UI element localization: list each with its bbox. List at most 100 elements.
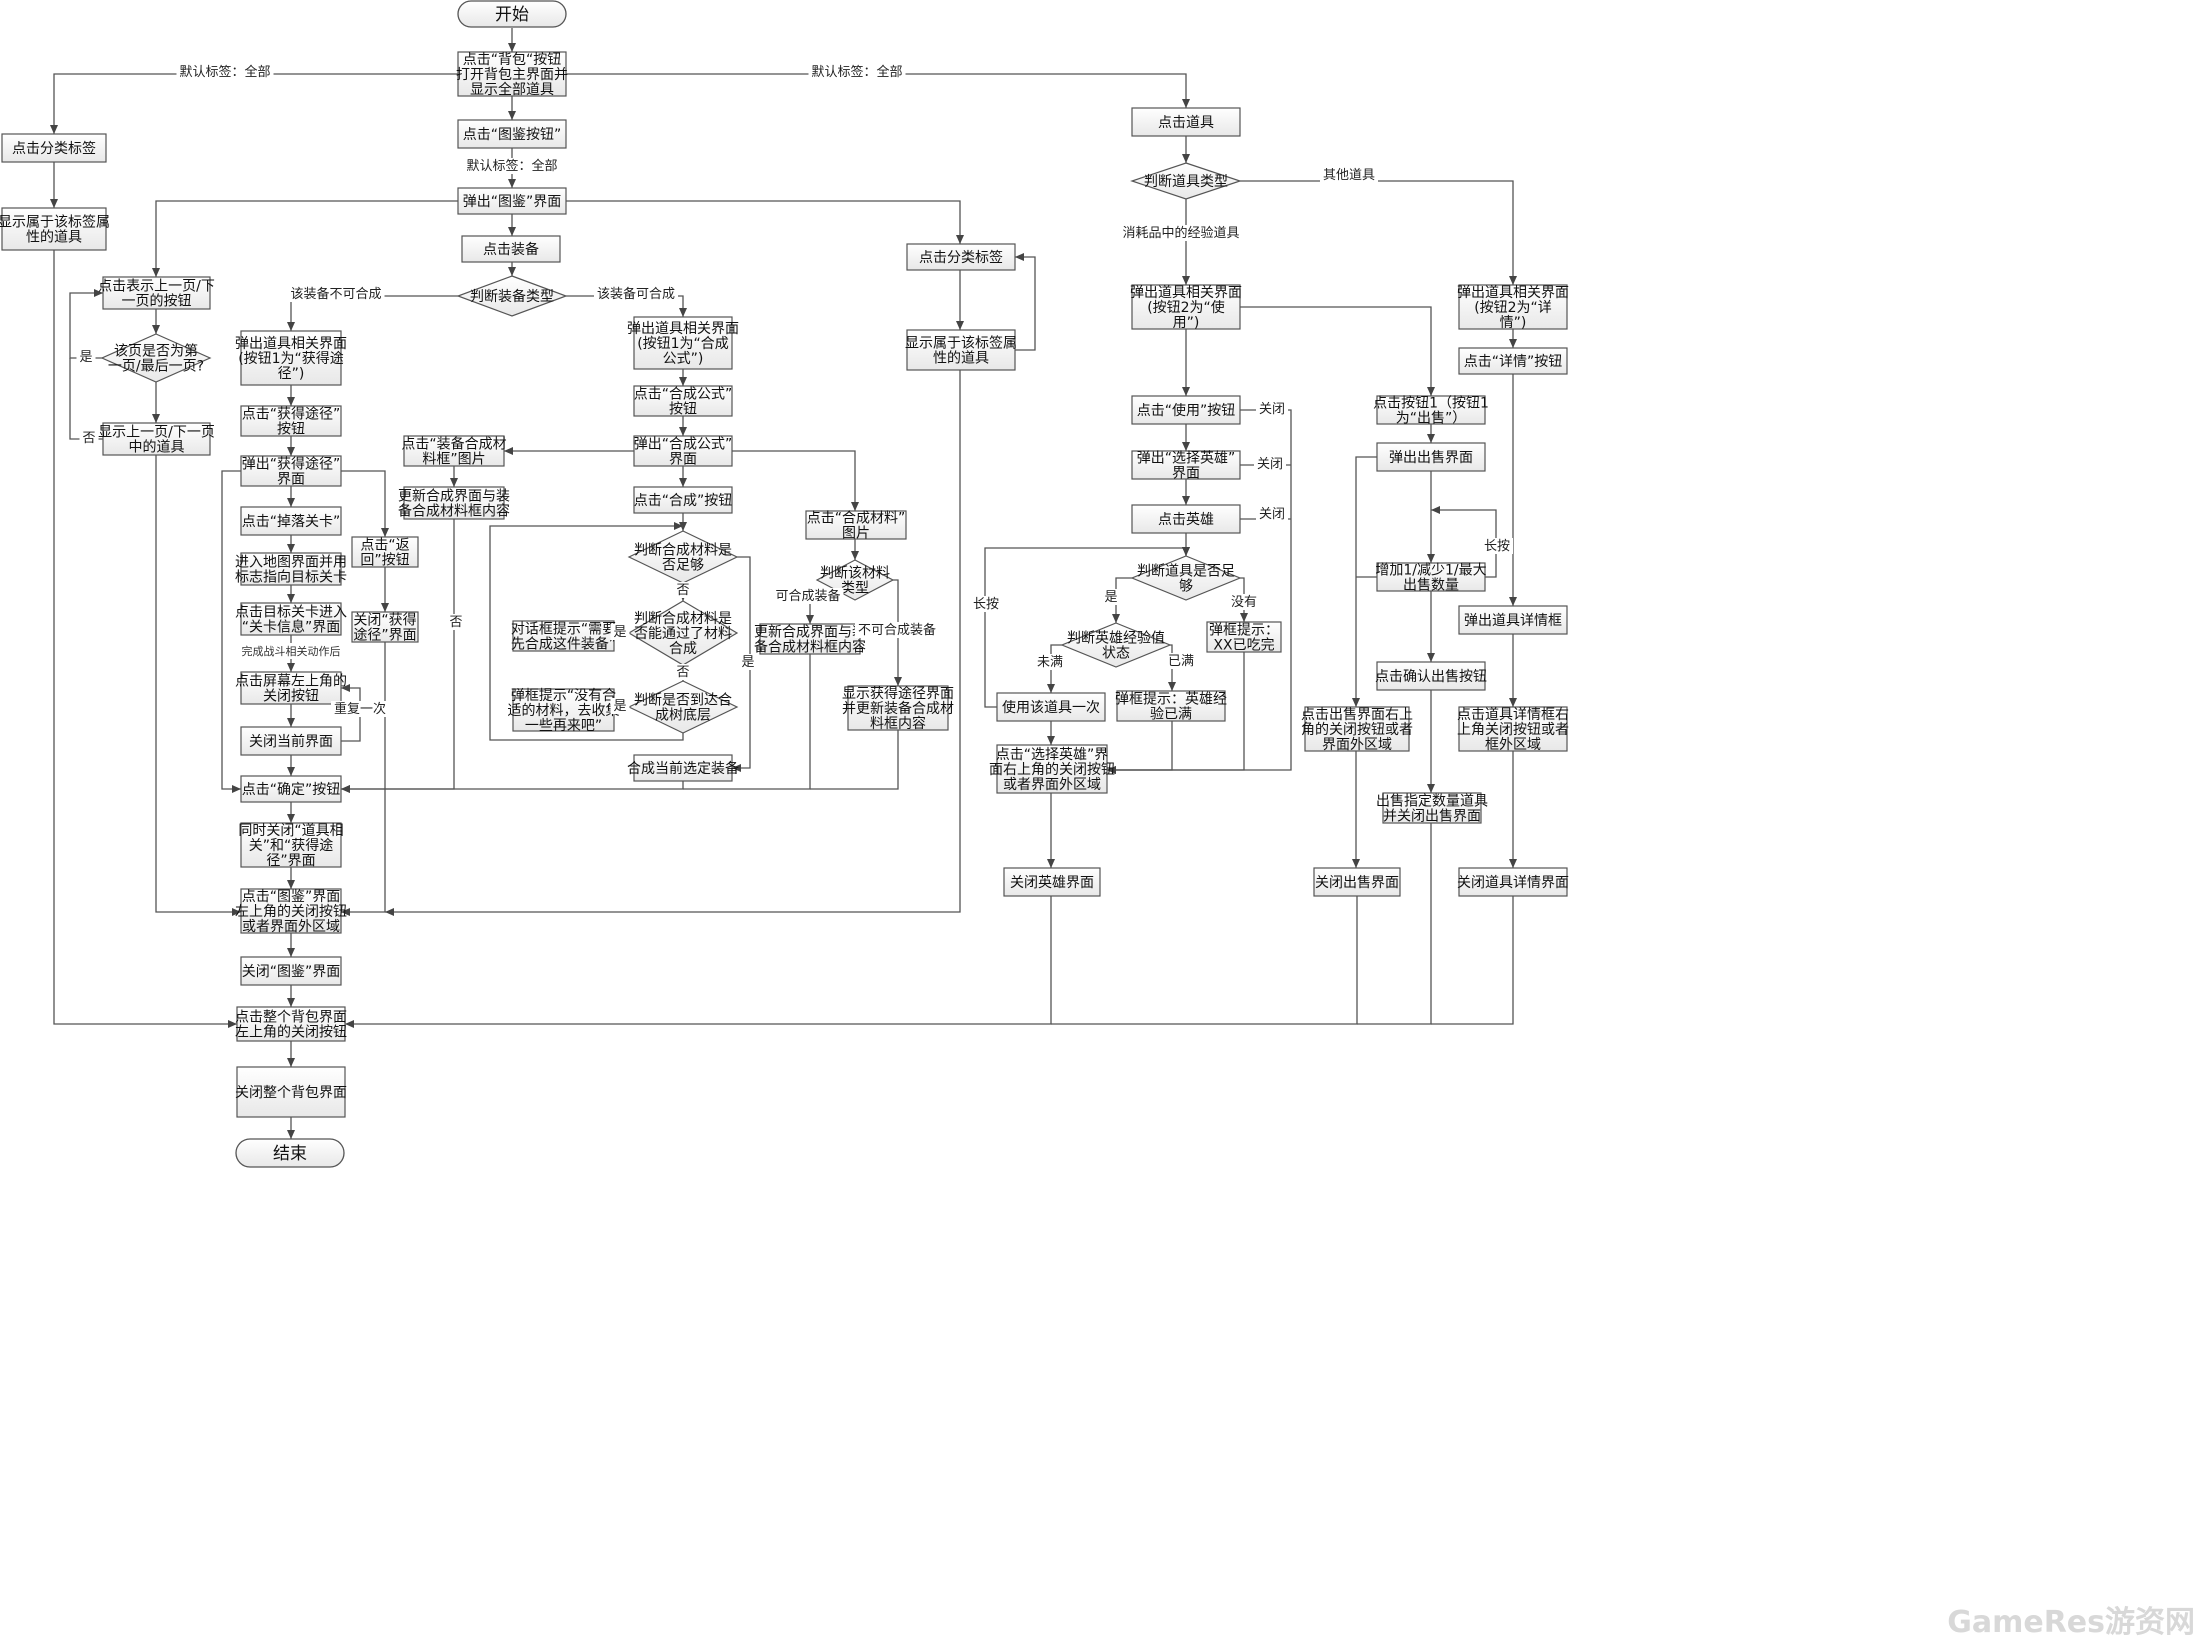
process-box-n42 xyxy=(1131,284,1241,330)
decision-text-d3: 判断合成材料是否足够 xyxy=(634,543,732,574)
process-box-n13 xyxy=(240,552,342,586)
edge-label-l13: 是 xyxy=(613,699,626,714)
process-box-n35 xyxy=(759,623,861,655)
process-box-n12 xyxy=(240,506,342,536)
decision-text-d5: 判断是否到达合成树底层 xyxy=(634,693,732,724)
decision-text-d7: 判断道具类型 xyxy=(1144,174,1228,190)
process-text-n08: 显示上一页/下一页中的道具 xyxy=(98,425,215,456)
label-bg xyxy=(463,158,561,174)
process-text-n45: 点击英雄 xyxy=(1158,511,1214,528)
process-text-n14: 点击目标关卡进入“关卡信息”界面 xyxy=(235,605,347,636)
edge-label-l03: 默认标签：全部 xyxy=(466,158,557,174)
label-bg xyxy=(772,588,844,604)
process-text-n43: 点击“使用”按钮 xyxy=(1137,402,1236,419)
process-box-n49 xyxy=(996,744,1108,794)
process-box-n15 xyxy=(240,671,342,705)
process-text-n58: 点击出售界面右上角的关闭按钮或者界面外区域 xyxy=(1301,707,1413,753)
connector-arrow xyxy=(1107,721,1173,774)
process-box-n14 xyxy=(240,602,342,636)
process-text-n54: 弹出出售界面 xyxy=(1389,450,1473,466)
process-text-n60: 弹出道具详情框 xyxy=(1464,613,1562,629)
process-box-n53 xyxy=(1376,395,1486,425)
label-bg xyxy=(738,654,758,670)
label-bg xyxy=(1101,589,1121,605)
process-box-n01 xyxy=(457,51,567,97)
decision-text-d1: 判断装备类型 xyxy=(470,288,554,305)
connector-arrow xyxy=(810,730,899,790)
process-text-n01: 点击“背包“按钮打开背包主界面并显示全部道具 xyxy=(456,52,568,98)
process-text-n56: 点击确认出售按钮 xyxy=(1375,669,1487,685)
label-bg xyxy=(1119,225,1243,241)
decision-text-d6: 判断该材料类型 xyxy=(820,566,890,597)
edge-label-l17: 其他道具 xyxy=(1323,168,1375,183)
process-box-n38 xyxy=(906,329,1016,371)
process-box-n05 xyxy=(1,133,107,163)
label-bg xyxy=(176,64,274,80)
process-box-n26 xyxy=(633,385,733,417)
edge-label-l26: 已满 xyxy=(1168,654,1194,669)
connector-arrow xyxy=(50,73,458,134)
edge-label-l18: 消耗品中的经验道具 xyxy=(1122,225,1239,241)
process-text-n59: 关闭出售界面 xyxy=(1315,875,1399,891)
label-bg xyxy=(331,701,389,717)
process-box-n57 xyxy=(1382,792,1482,824)
edge-label-l08: 完成战斗相关动作后 xyxy=(242,644,341,658)
process-box-n09 xyxy=(240,330,342,386)
process-text-n49: 点击“选择英雄”界面右上角的关闭按钮或者界面外区域 xyxy=(989,746,1115,793)
label-bg xyxy=(76,349,96,365)
connector-arrow xyxy=(155,455,241,916)
connector-arrow xyxy=(984,547,1190,708)
edge-label-l15: 可合成装备 xyxy=(775,588,840,604)
process-text-n06: 显示属于该标签属性的道具 xyxy=(0,214,110,246)
process-box-n29 xyxy=(403,435,505,467)
connector-arrow xyxy=(566,73,1190,108)
process-text-n32: 弹框提示“没有合适的材料，去收集一些再来吧” xyxy=(508,688,620,734)
process-text-n22: 关闭整个背包界面 xyxy=(235,1085,347,1101)
process-box-n17 xyxy=(240,775,342,803)
process-box-n07 xyxy=(102,276,211,310)
process-text-n28: 点击“合成”按钮 xyxy=(634,493,733,509)
process-box-n32 xyxy=(512,688,615,732)
connector-arrow xyxy=(732,450,859,511)
connector-arrow xyxy=(53,250,237,1028)
process-text-n48: 弹框提示：XX已吃完 xyxy=(1209,623,1279,654)
label-bg xyxy=(970,596,1002,612)
process-text-n18: 同时关闭“道具相关”和“获得途径”界面 xyxy=(238,823,343,869)
edge-label-l23: 是 xyxy=(1104,590,1117,605)
connector-arrow xyxy=(1015,253,1036,351)
edge-label-l09: 重复一次 xyxy=(334,701,386,717)
process-box-n47 xyxy=(1116,690,1226,722)
connector-arrow xyxy=(1112,577,1132,623)
process-text-n37: 点击分类标签 xyxy=(919,249,1003,266)
label-bg xyxy=(229,643,353,659)
decision-diamond-d1 xyxy=(456,275,568,317)
connector-arrow xyxy=(489,522,684,741)
process-box-n06 xyxy=(1,207,107,251)
process-text-n23: 点击“返回”按钮 xyxy=(360,538,409,569)
connector-arrow xyxy=(1431,896,1514,1025)
connector-arrow xyxy=(1357,823,1432,1025)
process-box-n44 xyxy=(1131,450,1241,480)
decision-text-d2: 该页是否为第一页/最后一页? xyxy=(108,343,204,375)
process-text-n34: 点击“合成材料”图片 xyxy=(807,511,906,542)
process-box-n25 xyxy=(633,316,733,370)
process-box-n16 xyxy=(240,726,342,756)
edge-label-l10: 否 xyxy=(676,583,689,598)
connector-arrow xyxy=(1352,456,1377,707)
decision-diamond-d2 xyxy=(100,333,212,383)
end-terminal-label: 结束 xyxy=(273,1144,307,1164)
label-bg xyxy=(673,582,693,598)
edge-label-l06: 是 xyxy=(79,350,92,365)
process-box-n28 xyxy=(633,486,733,514)
process-box-n24 xyxy=(351,611,419,643)
process-box-n20 xyxy=(240,956,342,986)
process-text-n38: 显示属于该标签属性的道具 xyxy=(905,335,1017,367)
process-box-n61 xyxy=(1458,706,1568,752)
label-bg xyxy=(1320,167,1378,183)
process-text-n36: 显示获得途径界面并更新装备合成材料框内容 xyxy=(842,685,954,732)
process-text-n41: 点击道具 xyxy=(1158,115,1214,131)
process-box-n19 xyxy=(240,888,342,934)
process-text-n57: 出售指定数量道具并关闭出售界面 xyxy=(1376,794,1488,825)
process-text-n07: 点击表示上一页/下一页的按钮 xyxy=(98,279,215,310)
